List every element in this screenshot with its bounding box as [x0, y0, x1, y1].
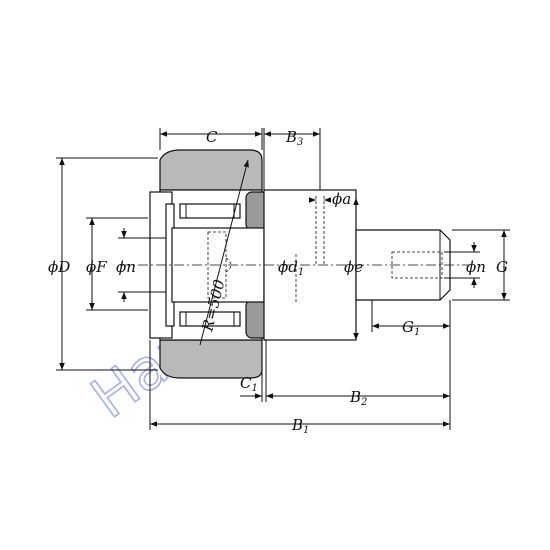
- dimension-lines: [59, 131, 507, 427]
- label-phi-e: ϕe: [344, 258, 363, 276]
- label-B1: B1: [291, 416, 309, 436]
- label-G1: G1: [402, 318, 420, 338]
- hidden-lines: [207, 196, 443, 302]
- label-phi-D: ϕD: [48, 258, 70, 276]
- label-phi-F: ϕF: [86, 258, 107, 276]
- label-B2: B2: [349, 388, 367, 408]
- label-C1: C1: [240, 374, 258, 394]
- needle-rollers: [179, 203, 241, 327]
- label-phi-n-left: ϕn: [116, 258, 136, 276]
- label-C: C: [206, 128, 218, 146]
- label-G: G: [496, 258, 508, 276]
- label-phi-a: ϕa: [332, 190, 351, 208]
- label-B3: B3: [285, 128, 303, 148]
- label-phi-d1: ϕd1: [278, 258, 304, 278]
- label-phi-n-right: ϕn: [466, 258, 486, 276]
